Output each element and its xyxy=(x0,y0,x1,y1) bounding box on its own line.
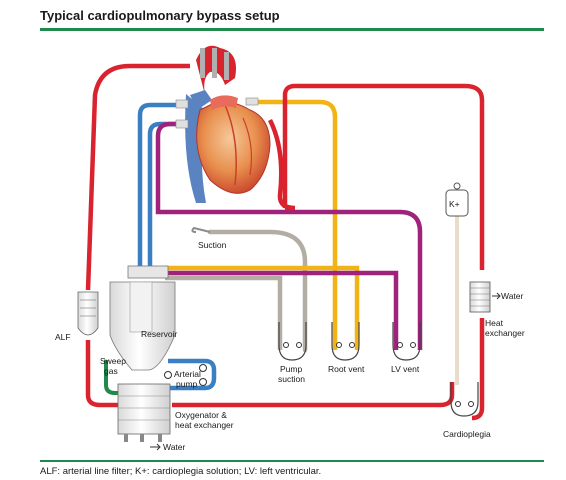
footnote: ALF: arterial line filter; K+: cardiople… xyxy=(40,466,322,477)
lv-vent-label: LV vent xyxy=(391,364,420,374)
arterial-pump-tubing xyxy=(168,358,217,391)
root-vent-pump[interactable] xyxy=(331,322,360,361)
pump-suction-label-1: Pump xyxy=(280,364,302,374)
root-vent-line xyxy=(255,99,338,350)
lv-vent-pump[interactable] xyxy=(392,322,421,361)
arterial-pump-label-1: Arterial xyxy=(174,369,201,379)
root-vent-label: Root vent xyxy=(328,364,365,374)
lv-vent-line xyxy=(155,121,423,350)
root-vent-line xyxy=(165,265,360,350)
water-arrow xyxy=(150,443,161,451)
page-title: Typical cardiopulmonary bypass setup xyxy=(40,8,280,23)
cardioplegia-pump[interactable] xyxy=(450,382,479,417)
suction-line xyxy=(165,275,283,350)
water-arrow xyxy=(492,292,501,300)
pump-suction-label-2: suction xyxy=(278,374,305,384)
water-label-bottom: Water xyxy=(163,442,186,452)
heat-exchanger xyxy=(469,281,491,313)
reservoir-label: Reservoir xyxy=(141,329,178,339)
arterial-pump[interactable] xyxy=(164,364,207,386)
alf-label: ALF xyxy=(55,332,71,342)
venous-line xyxy=(147,121,178,268)
water-label-right: Water xyxy=(501,291,524,301)
heat-exchanger-label-1: Heat xyxy=(485,318,504,328)
venous-line xyxy=(137,102,178,268)
arterial-line xyxy=(172,382,455,408)
arterial-line xyxy=(85,340,120,408)
suction-label: Suction xyxy=(198,240,227,250)
reservoir: Reservoir xyxy=(109,265,178,371)
sweep-gas-label-1: Sweep xyxy=(100,356,126,366)
suction-line xyxy=(207,229,308,353)
arterial-line xyxy=(85,63,190,291)
k-plus-label: K+ xyxy=(449,199,460,209)
heart-illustration xyxy=(175,45,271,203)
pump-suction[interactable] xyxy=(278,322,307,361)
cardioplegia-label: Cardioplegia xyxy=(443,429,491,439)
arterial-pump-label-2: pump xyxy=(176,379,198,389)
footer-divider xyxy=(40,460,544,462)
cardioplegia-bag: K+ xyxy=(445,182,469,217)
cardioplegia-line xyxy=(471,318,485,421)
arterial-line-filter xyxy=(77,291,99,336)
heat-exchanger-label-2: exchanger xyxy=(485,328,525,338)
lv-vent-line xyxy=(165,270,399,350)
cardioplegia-line xyxy=(267,83,485,270)
oxygenator-label-2: heat exchanger xyxy=(175,420,234,430)
suction-wand xyxy=(191,226,211,233)
title-divider xyxy=(40,28,544,31)
oxygenator xyxy=(117,383,171,442)
sweep-gas-line xyxy=(104,360,120,395)
oxygenator-label-1: Oxygenator & xyxy=(175,410,227,420)
sweep-gas-label-2: gas xyxy=(104,366,118,376)
